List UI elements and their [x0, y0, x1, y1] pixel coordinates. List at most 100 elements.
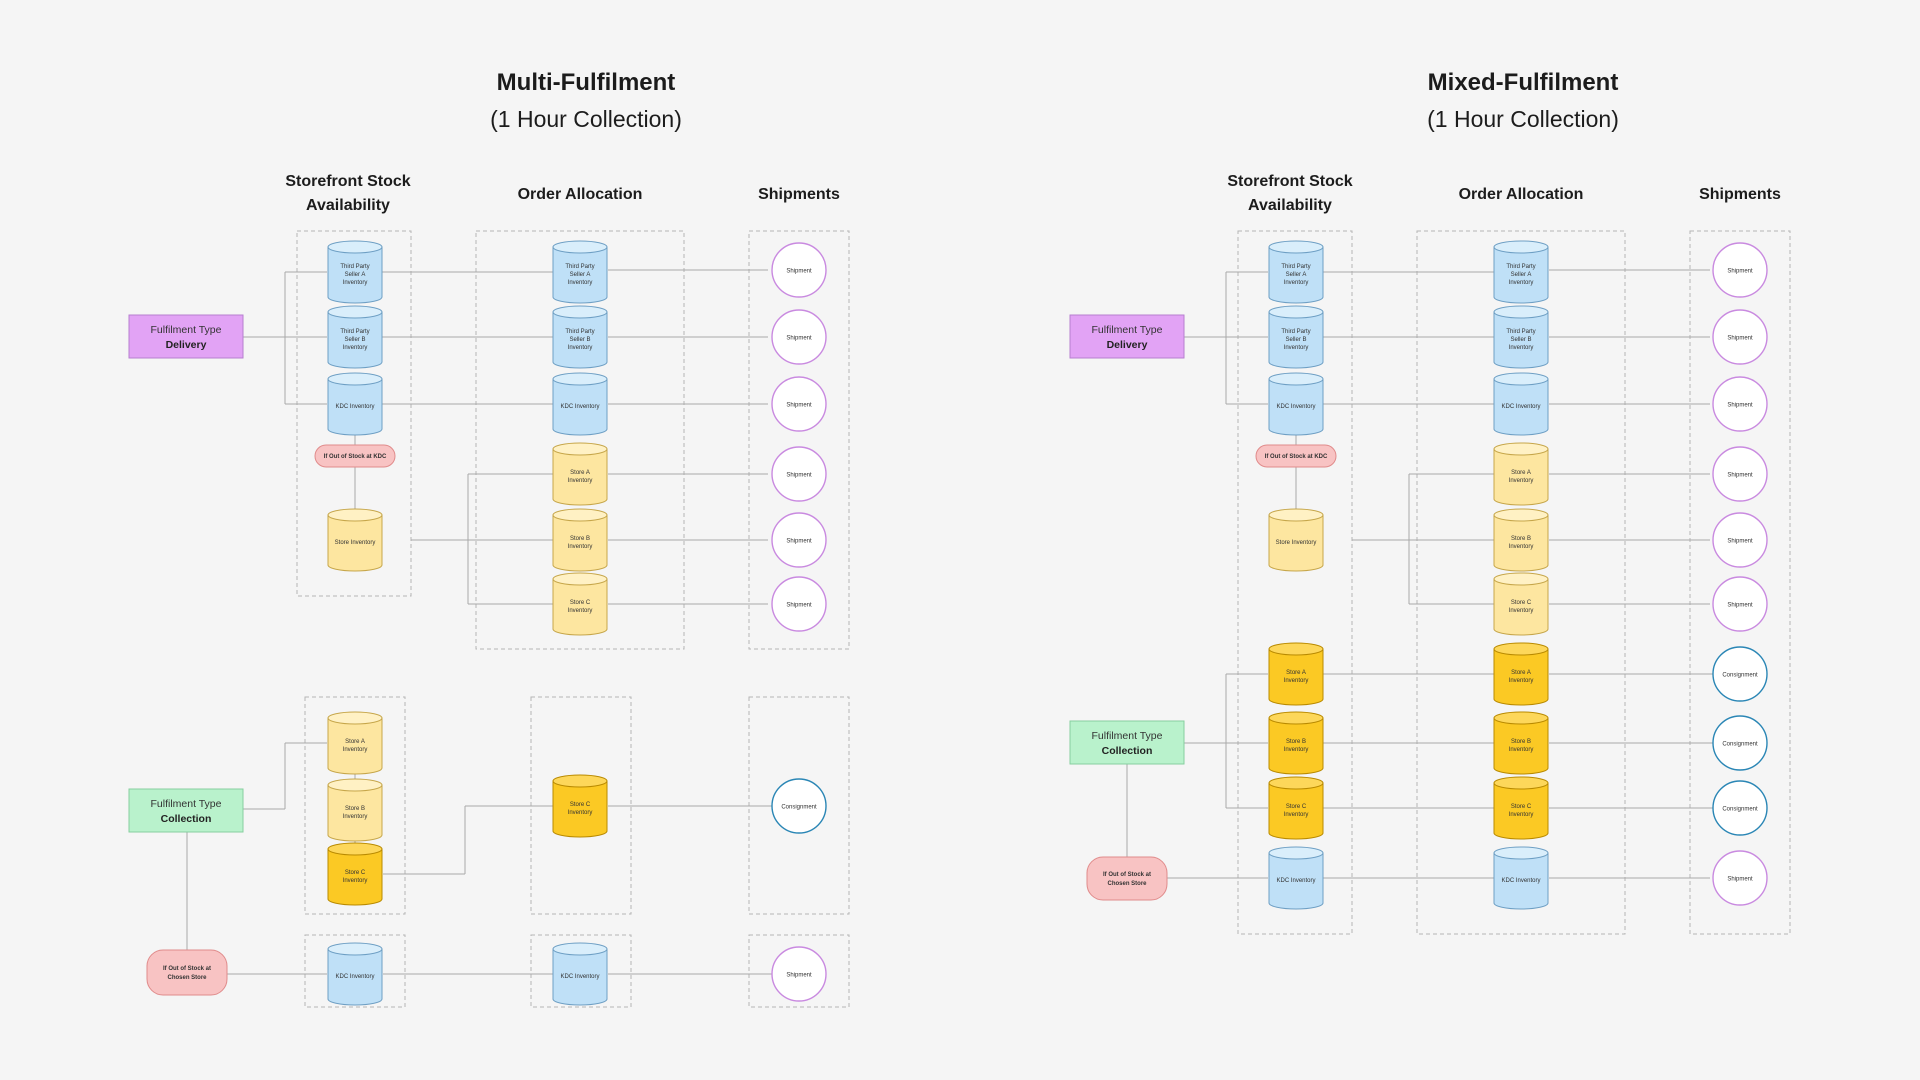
cylinder-label: Inventory — [1284, 345, 1309, 351]
cylinder-label: Inventory — [568, 544, 593, 550]
fulfilment-type-value: Delivery — [1107, 339, 1148, 351]
cylinder-label: KDC Inventory — [335, 404, 374, 410]
cylinder-label: Inventory — [1509, 280, 1534, 286]
node-label: Shipment — [786, 336, 812, 342]
cylinder-top — [1493, 776, 1549, 790]
cylinder-label: Inventory — [1284, 280, 1309, 286]
column-header-stock-line2: Availability — [306, 197, 390, 214]
cylinder-body — [327, 312, 383, 369]
node-circle — [771, 446, 827, 502]
shipment-node: Shipment — [1712, 576, 1768, 632]
node-label: Consignment — [1722, 673, 1758, 679]
cylinder-label: KDC Inventory — [1501, 878, 1540, 884]
cylinder-top — [1493, 240, 1549, 254]
kdc-inventory: KDC Inventory — [327, 942, 383, 1006]
node-circle — [771, 376, 827, 432]
cylinder-label: Inventory — [568, 478, 593, 484]
cylinder-top — [552, 508, 608, 522]
out-of-stock-store-label: If Out of Stock at — [163, 966, 211, 972]
cylinder-label: Inventory — [1509, 678, 1534, 684]
cylinder-label: Inventory — [343, 747, 368, 753]
cylinder-label: Store B — [570, 536, 590, 542]
cylinder-body — [1493, 649, 1549, 706]
cylinder-body — [552, 949, 608, 1006]
out-of-stock-kdc: If Out of Stock at KDC — [314, 444, 396, 468]
cylinder-top — [552, 942, 608, 956]
cylinder-body — [552, 579, 608, 636]
cylinder-body — [327, 785, 383, 842]
cylinder-body — [1493, 515, 1549, 572]
column-header-stock: Storefront Stock — [1227, 173, 1352, 190]
shipments-group — [1689, 230, 1791, 935]
cylinder-top — [327, 778, 383, 792]
cylinder-label: KDC Inventory — [1276, 404, 1315, 410]
node-label: Shipment — [786, 403, 812, 409]
fulfilment-type-value: Delivery — [166, 339, 207, 351]
panel-subtitle: (1 Hour Collection) — [490, 106, 682, 132]
cylinder-body — [1493, 312, 1549, 369]
node-circle — [1712, 576, 1768, 632]
node-circle — [1712, 512, 1768, 568]
fulfilment-type-delivery: Fulfilment Type Delivery — [1069, 314, 1185, 359]
cylinder-label: KDC Inventory — [560, 404, 599, 410]
cylinder-top — [552, 240, 608, 254]
cylinder-label: Store Inventory — [335, 540, 376, 546]
stock-group — [1237, 230, 1353, 935]
cylinder-label: Store C — [1511, 804, 1532, 810]
node-circle — [771, 576, 827, 632]
node-circle — [1712, 646, 1768, 702]
store-b-inventory: Store B Inventory — [327, 778, 383, 842]
cylinder-top — [1493, 442, 1549, 456]
cylinder-label: Third Party — [565, 264, 594, 270]
shipment-node: Shipment — [1712, 309, 1768, 365]
cylinder-label: Third Party — [340, 329, 369, 335]
multi-fulfilment-panel: Multi-Fulfilment (1 Hour Collection) Sto… — [128, 69, 850, 1008]
cylinder-top — [1268, 642, 1324, 656]
cylinder-label: Store A — [1286, 670, 1306, 676]
cylinder-body — [552, 449, 608, 506]
cylinder-top — [552, 774, 608, 788]
cylinder-top — [1493, 372, 1549, 386]
shipments-group-delivery — [748, 230, 850, 650]
node-circle — [1712, 309, 1768, 365]
cylinder-body — [1493, 579, 1549, 636]
cylinder-label: Store B — [345, 806, 365, 812]
column-header-allocation: Order Allocation — [518, 186, 643, 203]
cylinder-body — [1493, 783, 1549, 840]
shipment-node: Shipment — [771, 946, 827, 1002]
shipment-node: Shipment — [1712, 850, 1768, 906]
cylinder-body — [327, 379, 383, 436]
store-b-inventory: Store B Inventory — [552, 508, 608, 572]
cylinder-label: Third Party — [1506, 264, 1535, 270]
cylinder-body — [1268, 783, 1324, 840]
cylinder-top — [1493, 305, 1549, 319]
node-label: Consignment — [1722, 807, 1758, 813]
cylinder-label: Inventory — [343, 814, 368, 820]
cylinder-top — [1268, 711, 1324, 725]
cylinder-body — [327, 515, 383, 572]
cylinder-label: Third Party — [1281, 329, 1310, 335]
fulfilment-type-value: Collection — [1102, 745, 1153, 757]
store-inventory: Store Inventory — [327, 508, 383, 572]
out-of-stock-store: If Out of Stock at Chosen Store — [146, 949, 228, 996]
node-circle — [771, 242, 827, 298]
fulfilment-type-label: Fulfilment Type — [1091, 324, 1162, 336]
cylinder-body — [327, 247, 383, 304]
kdc-inventory: KDC Inventory — [552, 372, 608, 436]
cylinder-label: Third Party — [565, 329, 594, 335]
shipment-node: Shipment — [771, 446, 827, 502]
node-label: Consignment — [781, 805, 817, 811]
node-label: Shipment — [786, 973, 812, 979]
